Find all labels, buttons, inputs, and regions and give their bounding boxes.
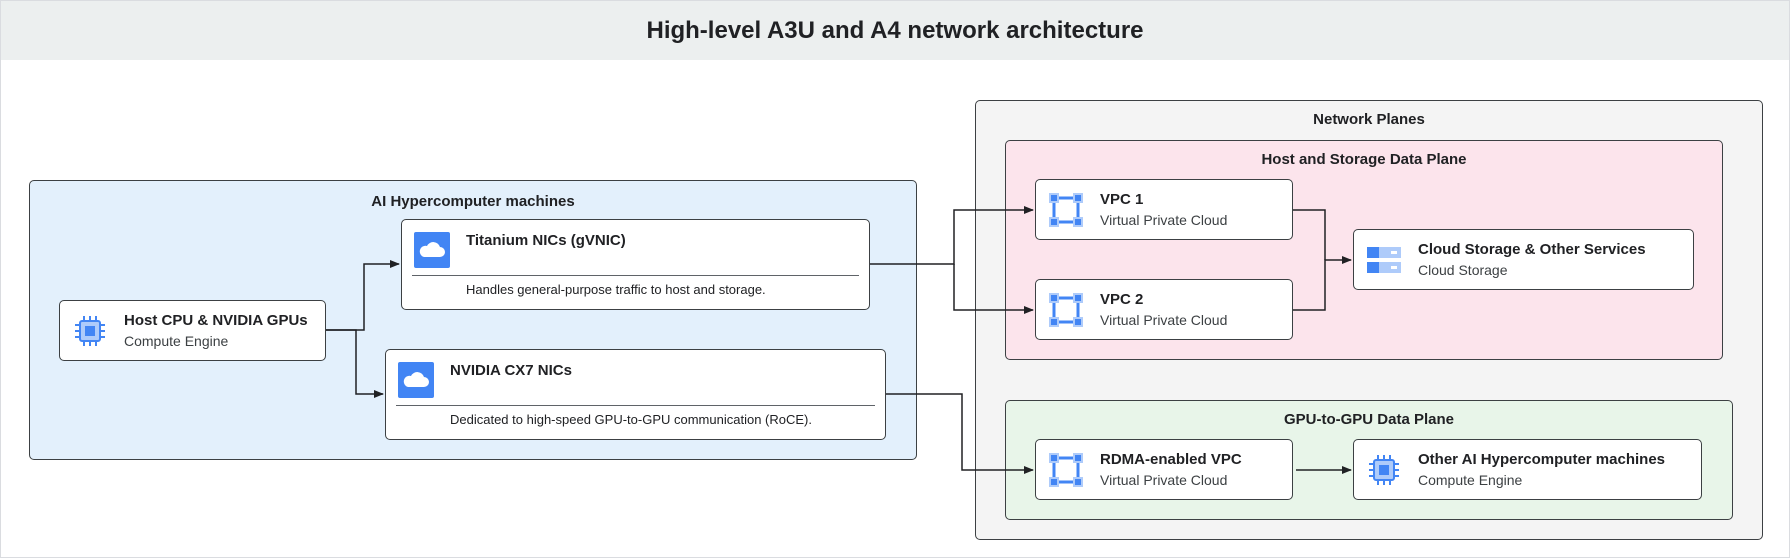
node-cx7-description: Dedicated to high-speed GPU-to-GPU commu…: [450, 412, 812, 427]
node-cx7-divider: [396, 405, 875, 406]
node-vpc-2[interactable]: VPC 2 Virtual Private Cloud: [1035, 279, 1293, 340]
node-rdma-vpc[interactable]: RDMA-enabled VPC Virtual Private Cloud: [1035, 439, 1293, 500]
node-other-ai-subtitle: Compute Engine: [1418, 472, 1523, 488]
node-titanium-nics[interactable]: Titanium NICs (gVNIC) Handles general-pu…: [401, 219, 870, 310]
node-vpc1-title: VPC 1: [1100, 191, 1144, 208]
edge-cx7-to-rdma: [886, 393, 1034, 474]
node-vpc-1[interactable]: VPC 1 Virtual Private Cloud: [1035, 179, 1293, 240]
node-other-ai-title: Other AI Hypercomputer machines: [1418, 451, 1666, 468]
vpc-icon: [1049, 453, 1083, 487]
node-host-subtitle: Compute Engine: [124, 333, 229, 349]
title-bar: High-level A3U and A4 network architectu…: [1, 1, 1789, 60]
group-ai-hypercomputer-label: AI Hypercomputer machines: [371, 193, 575, 210]
node-rdma-title: RDMA-enabled VPC: [1100, 451, 1242, 468]
group-network-planes-label: Network Planes: [1313, 111, 1425, 128]
edge-titanium-to-vpc2: [953, 264, 1034, 314]
edge-host-to-cx7: [326, 329, 384, 398]
node-vpc1-subtitle: Virtual Private Cloud: [1100, 212, 1228, 228]
node-storage-title: Cloud Storage & Other Services: [1418, 241, 1646, 258]
edge-titanium-to-vpc1: [870, 206, 1034, 265]
node-host-cpu-gpus[interactable]: Host CPU & NVIDIA GPUs Compute Engine: [59, 300, 326, 361]
edge-vpc1-to-storage: [1293, 209, 1326, 260]
node-vpc2-subtitle: Virtual Private Cloud: [1100, 312, 1228, 328]
node-storage-subtitle: Cloud Storage: [1418, 262, 1508, 278]
chip-icon: [1369, 455, 1399, 485]
node-cx7-title: NVIDIA CX7 NICs: [450, 362, 572, 379]
vpc-icon: [1049, 293, 1083, 327]
cloud-icon: [414, 232, 450, 268]
edge-host-to-titanium: [326, 260, 400, 331]
edge-vpc2-to-storage: [1293, 256, 1352, 311]
chip-icon: [75, 316, 105, 346]
node-cx7-nics[interactable]: NVIDIA CX7 NICs Dedicated to high-speed …: [385, 349, 886, 440]
node-other-ai-machines[interactable]: Other AI Hypercomputer machines Compute …: [1353, 439, 1702, 500]
diagram-title: High-level A3U and A4 network architectu…: [646, 16, 1144, 44]
node-titanium-description: Handles general-purpose traffic to host …: [466, 282, 766, 297]
vpc-icon: [1049, 193, 1083, 227]
node-titanium-title: Titanium NICs (gVNIC): [466, 232, 626, 249]
storage-icon: [1367, 247, 1401, 273]
node-cloud-storage[interactable]: Cloud Storage & Other Services Cloud Sto…: [1353, 229, 1694, 290]
node-vpc2-title: VPC 2: [1100, 291, 1144, 308]
group-host-storage-plane-label: Host and Storage Data Plane: [1261, 151, 1467, 168]
node-host-title: Host CPU & NVIDIA GPUs: [124, 312, 308, 329]
node-rdma-subtitle: Virtual Private Cloud: [1100, 472, 1228, 488]
group-gpu-gpu-plane-label: GPU-to-GPU Data Plane: [1283, 411, 1455, 428]
cloud-icon: [398, 362, 434, 398]
node-titanium-divider: [412, 275, 859, 276]
